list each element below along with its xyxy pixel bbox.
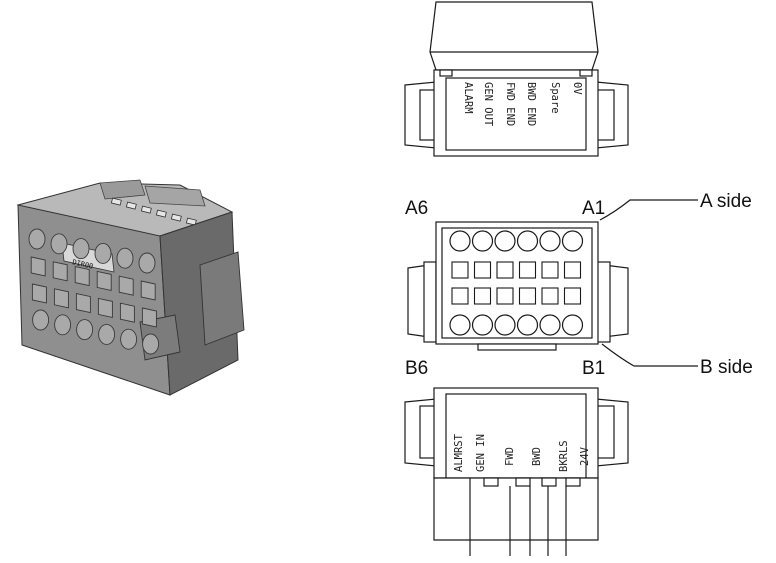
b-row-pin xyxy=(471,314,494,336)
bottom-view-pin-labels: ALMRST GEN IN FWD BWD BKRLS 24V xyxy=(453,433,591,472)
pin-cavity xyxy=(563,261,582,279)
pin-cavity xyxy=(496,287,514,305)
bottom-pin-label-bkrls: BKRLS xyxy=(558,440,570,472)
b-row-pin xyxy=(516,314,539,336)
top-slots xyxy=(110,197,197,226)
connector-round-pin xyxy=(50,233,68,255)
connector-square-cavity xyxy=(74,266,90,287)
connector-square-cavity xyxy=(96,270,112,291)
b-row-pin xyxy=(539,314,561,336)
pin-cavity xyxy=(473,287,492,305)
connector-square-cavity xyxy=(140,280,156,301)
pin-cavity xyxy=(518,261,537,279)
connector-square-cavity xyxy=(53,288,69,309)
front-view-pin-grid xyxy=(449,230,584,336)
bottom-wire-slot xyxy=(483,477,499,487)
pin-cavity xyxy=(496,261,514,279)
a-row-pin xyxy=(471,230,494,252)
pin-cavity xyxy=(541,287,559,305)
top-pin-label-alarm: ALARM xyxy=(462,82,474,114)
corner-label-b1: B1 xyxy=(582,358,605,379)
pin-cavity xyxy=(563,287,582,305)
connector-round-pin xyxy=(28,228,46,250)
connector-round-pin xyxy=(94,242,112,264)
connector-front-pin-grid xyxy=(28,228,160,355)
top-view-latch xyxy=(429,1,599,71)
connector-square-cavity xyxy=(119,302,135,323)
pin-cavity xyxy=(473,261,492,279)
connector-round-pin xyxy=(142,333,160,355)
connector-round-pin xyxy=(72,238,90,260)
a-side-label: A side xyxy=(700,191,752,212)
connector-round-pin xyxy=(138,252,156,274)
pin-cavity xyxy=(451,287,469,305)
bottom-view-right-tab xyxy=(595,405,615,459)
bottom-wire-slot xyxy=(515,477,531,487)
bottom-pin-label-gen-in: GEN IN xyxy=(475,434,487,472)
b-row-pin xyxy=(494,314,516,336)
top-view-pin-labels: ALARM GEN OUT FWD END BWD END Spare 0V xyxy=(462,82,583,127)
top-view-notch xyxy=(439,69,453,77)
top-pin-label-spare: Spare xyxy=(549,82,561,114)
top-view-label-area xyxy=(445,77,587,151)
a-row-pin xyxy=(494,230,516,252)
corner-label-a6: A6 xyxy=(405,198,428,219)
connector-round-pin xyxy=(120,328,138,350)
connector-square-cavity xyxy=(30,256,46,277)
connector-round-pin xyxy=(54,314,72,336)
connector-ridge xyxy=(99,179,146,200)
a-row-pin xyxy=(449,230,471,252)
connector-round-pin xyxy=(116,247,134,269)
connector-square-cavity xyxy=(97,297,113,318)
bottom-view-lower-housing xyxy=(433,477,599,541)
bottom-view-label-area xyxy=(445,393,587,479)
a-row-pin xyxy=(516,230,539,252)
bottom-wire-slot xyxy=(541,477,557,487)
connector-round-pin xyxy=(98,323,116,345)
connector-3d-illustration: DIR00 xyxy=(16,179,245,396)
corner-label-a1: A1 xyxy=(582,198,605,219)
front-view-bottom-tab xyxy=(477,343,557,351)
pin-cavity xyxy=(518,287,537,305)
top-pin-label-fwd-end: FWD END xyxy=(504,82,516,126)
top-view-notch xyxy=(579,69,593,77)
top-pin-label-gen-out: GEN OUT xyxy=(482,82,494,127)
top-view-connector xyxy=(404,1,629,157)
a-row-pin xyxy=(539,230,561,252)
b-row-pin xyxy=(561,314,584,336)
connector-ridge xyxy=(144,185,206,207)
b-side-leader-line xyxy=(601,343,698,367)
bottom-pin-label-almrst: ALMRST xyxy=(453,433,465,472)
bottom-wire-slot xyxy=(565,477,581,487)
bottom-pin-label-24v: 24V xyxy=(579,446,591,466)
connector-square-cavity xyxy=(118,275,134,296)
connector-latch xyxy=(199,251,245,346)
b-side-label: B side xyxy=(700,357,753,378)
bottom-pin-label-fwd: FWD xyxy=(504,447,516,466)
bottom-pin-label-bwd: BWD xyxy=(531,447,543,466)
top-pin-label-bwd-end: BWD END xyxy=(525,82,537,126)
top-view-right-tab xyxy=(595,89,615,141)
bottom-view-connector xyxy=(404,387,629,556)
connector-square-cavity xyxy=(75,293,91,314)
connector-round-pin xyxy=(32,309,50,331)
connector-square-cavity xyxy=(31,283,47,304)
corner-label-b6: B6 xyxy=(405,358,428,379)
connector-round-pin xyxy=(76,319,94,341)
connector-square-cavity xyxy=(141,307,157,328)
a-side-leader-line xyxy=(599,199,698,221)
connector-square-cavity xyxy=(52,261,68,282)
pin-cavity xyxy=(541,261,559,279)
front-view-left-tab xyxy=(423,261,437,343)
b-row-pin xyxy=(449,314,471,336)
top-pin-label-0v: 0V xyxy=(571,82,583,95)
a-row-pin xyxy=(561,230,584,252)
pin-cavity xyxy=(451,261,469,279)
